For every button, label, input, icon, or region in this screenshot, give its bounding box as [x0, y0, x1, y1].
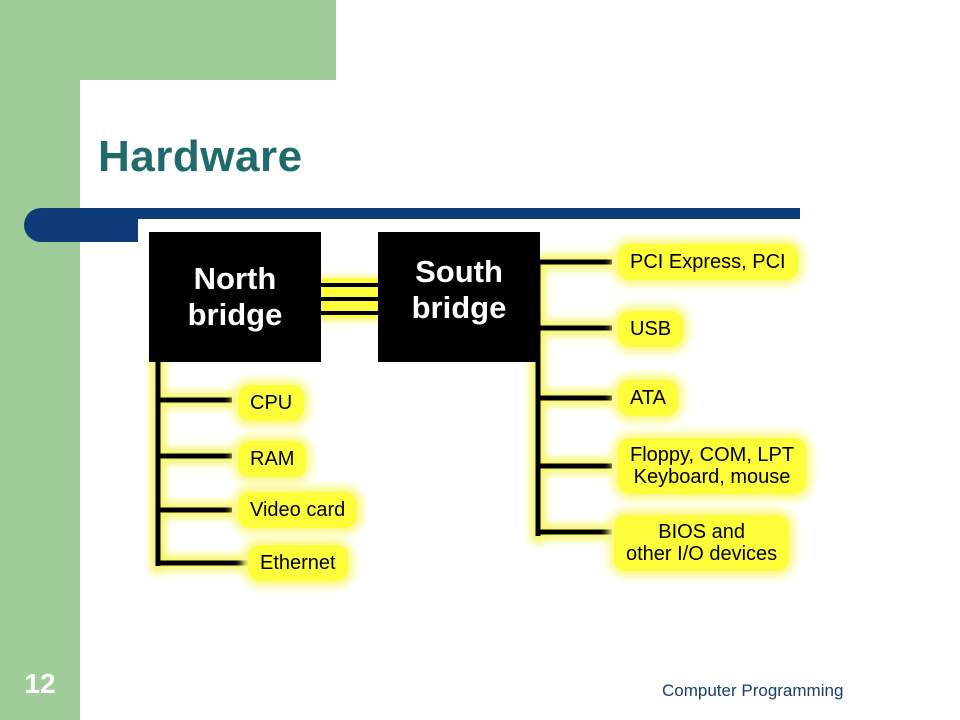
north-item-cpu: CPU [238, 385, 305, 421]
title-rule [56, 208, 800, 219]
top-band [80, 0, 336, 80]
south-item-pci: PCI Express, PCI [618, 244, 798, 280]
south-item-label: USB [630, 318, 672, 340]
south-item-label-line2: Keyboard, mouse [633, 466, 791, 488]
north-item-label: CPU [250, 392, 293, 414]
north-item-label: Video card [250, 499, 346, 521]
north-item-ethernet: Ethernet [248, 545, 348, 581]
south-bus [535, 259, 612, 536]
bridge-link-lines [320, 283, 380, 315]
slide-number: 12 [24, 668, 56, 699]
north-item-label: Ethernet [260, 552, 336, 574]
north-item-label: RAM [250, 448, 295, 470]
south-item-ata: ATA [618, 380, 678, 416]
slide-footer: Computer Programming [662, 681, 844, 700]
side-band [0, 0, 80, 720]
south-item-label: PCI Express, PCI [630, 251, 786, 273]
north-item-ram: RAM [238, 441, 307, 477]
south-item-label-line2: other I/O devices [626, 543, 778, 565]
south-item-bios: BIOS and other I/O devices [614, 515, 790, 571]
south-bridge-chip: South bridge [378, 232, 540, 362]
north-bridge-chip: North bridge [149, 232, 321, 362]
south-bridge-label-1: South [415, 254, 503, 289]
south-item-label-line1: BIOS and [658, 521, 745, 543]
north-bridge-label-2: bridge [187, 297, 283, 332]
south-item-label-line1: Floppy, COM, LPT [630, 444, 795, 466]
north-bridge-label-1: North [193, 261, 277, 296]
north-bus [155, 360, 248, 566]
south-item-legacy-io: Floppy, COM, LPT Keyboard, mouse [618, 438, 807, 494]
south-item-usb: USB [618, 311, 684, 347]
south-item-label: ATA [630, 387, 666, 409]
north-item-video-card: Video card [238, 492, 358, 528]
slide-title: Hardware [98, 132, 303, 181]
south-bridge-label-2: bridge [411, 290, 507, 325]
